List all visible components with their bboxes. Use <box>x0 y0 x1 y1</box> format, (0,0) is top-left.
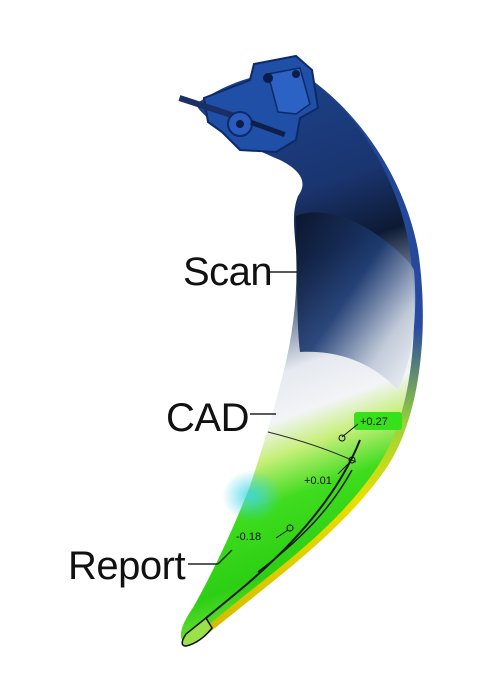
pin-hole-upper <box>263 73 273 83</box>
shank-inner-face <box>296 212 416 390</box>
deviation-value-1: +0.27 <box>360 416 388 428</box>
deviation-flag-3: -0.18 <box>236 524 294 543</box>
shank-body <box>180 73 415 641</box>
pivot-pin-tail <box>250 119 286 137</box>
deviation-value-3: -0.18 <box>236 531 261 543</box>
pivot-pin-center <box>236 120 244 128</box>
label-report: Report <box>68 544 186 588</box>
label-scan: Scan <box>183 250 273 294</box>
label-cad: CAD <box>166 396 249 440</box>
deviation-cyan-zone <box>222 470 282 522</box>
shank-tip <box>181 616 213 647</box>
deviation-value-2: +0.01 <box>304 475 332 487</box>
blade-groove-line <box>205 439 361 619</box>
blade-section-line <box>267 431 357 463</box>
pivot-pin-shaft <box>178 95 236 119</box>
deviation-flag-1: +0.27 <box>338 412 402 442</box>
deviation-flag-2: +0.01 <box>304 456 356 487</box>
blade-groove-line-2 <box>257 469 353 573</box>
leader-report-diag <box>217 549 233 565</box>
bracket-side-plate <box>267 67 311 115</box>
pin-hole-upper-2 <box>292 70 300 78</box>
